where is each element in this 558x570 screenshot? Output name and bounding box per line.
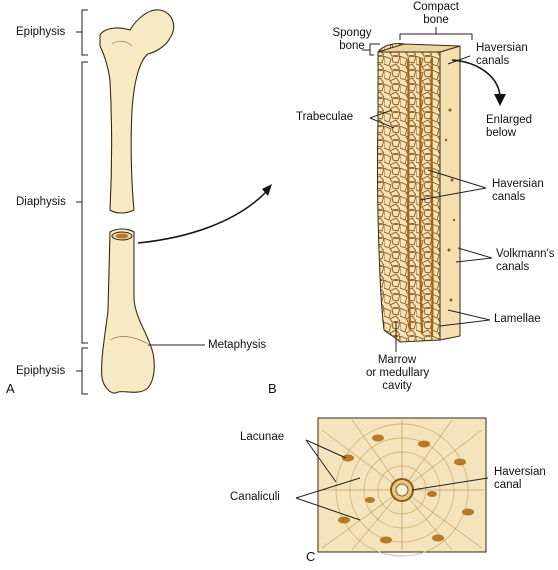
- label-epiphysis-top: Epiphysis: [16, 26, 66, 38]
- arrow-enlarged-below: [451, 59, 501, 97]
- label-lamellae: Lamellae: [494, 313, 541, 325]
- label-metaphysis: Metaphysis: [208, 339, 267, 351]
- top-face: [377, 43, 461, 53]
- panel-c: [295, 417, 489, 557]
- bracket-epiphysis-bottom: [76, 347, 88, 395]
- femur-upper: [99, 9, 175, 214]
- panel-b: [362, 27, 506, 352]
- label-diaphysis: Diaphysis: [16, 196, 66, 208]
- label-trabeculae: Trabeculae: [296, 111, 354, 123]
- label-canaliculi: Canaliculi: [230, 491, 280, 503]
- femur-lower: [101, 228, 155, 394]
- panel-label-c: C: [306, 549, 316, 564]
- bracket-diaphysis: [76, 61, 88, 344]
- panel-label-a: A: [6, 381, 15, 396]
- label-epiphysis-bottom: Epiphysis: [16, 365, 66, 377]
- arrow-a-to-b: [137, 189, 269, 244]
- panel-label-b: B: [268, 381, 277, 396]
- label-lacunae: Lacunae: [240, 431, 285, 443]
- panel-a: [76, 9, 205, 395]
- bracket-compact-bone: [399, 33, 473, 40]
- bracket-epiphysis-top: [76, 9, 88, 56]
